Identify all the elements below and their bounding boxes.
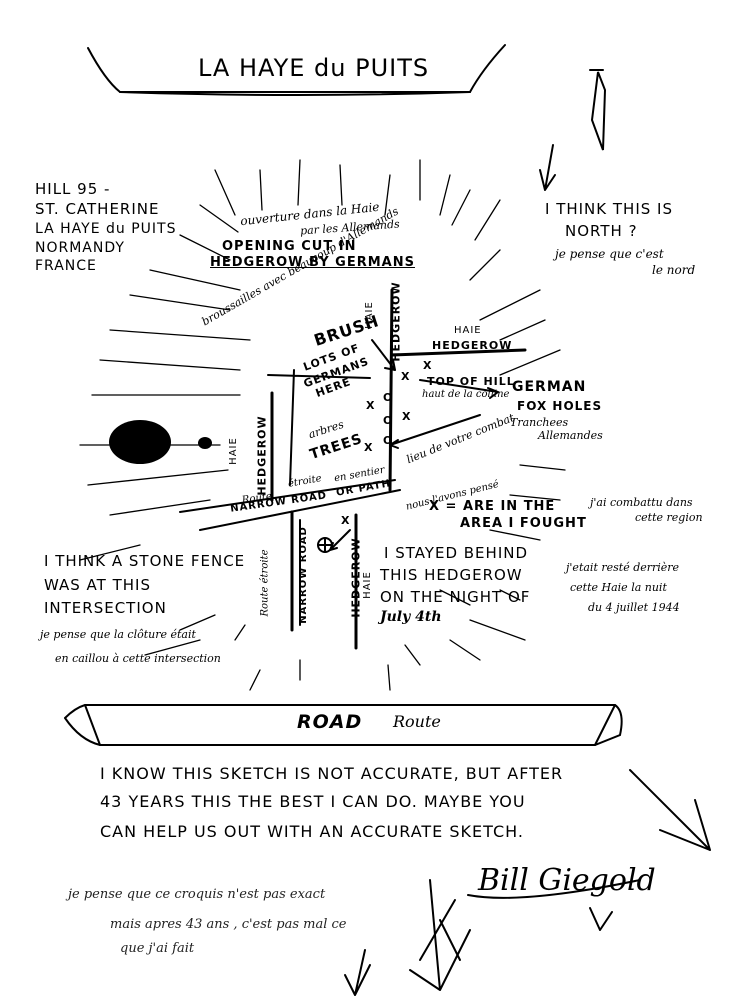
stone-fence-en-3: INTERSECTION xyxy=(44,599,167,617)
footer-fr-3: que j'ai fait xyxy=(120,941,195,956)
ink-dot xyxy=(198,437,212,449)
footer-fr-1: je pense que ce croquis n'est pas exact xyxy=(68,887,326,902)
foxholes-en-1: GERMAN xyxy=(512,379,587,395)
hedgerow-top-fr: HAIE xyxy=(454,325,482,336)
svg-text:X: X xyxy=(401,370,410,383)
north-arrow-icon xyxy=(589,69,607,151)
narrow-road-vertical-fr: Route étroite xyxy=(259,549,271,617)
svg-text:X: X xyxy=(423,359,432,372)
legend-fr-right-1: j'ai combattu dans xyxy=(590,496,693,509)
hedgerow-top xyxy=(390,348,527,357)
location-line-3: LA HAYE du PUITS xyxy=(35,221,177,237)
foxholes-fr-1: Tranchees xyxy=(510,416,569,429)
radiating-lines xyxy=(79,159,566,691)
svg-text:X: X xyxy=(402,410,411,423)
legend-en-1: X = ARE IN THE xyxy=(429,499,556,514)
location-line-5: FRANCE xyxy=(35,258,97,274)
north-fr-2: le nord xyxy=(652,263,696,277)
stayed-en-2: THIS HEDGEROW xyxy=(380,566,523,584)
hedgerow-right-en: HEDGEROW xyxy=(389,281,403,362)
svg-text:O: O xyxy=(383,414,392,427)
fight-markers: XXX OOO XXX xyxy=(341,359,432,527)
location-line-4: NORMANDY xyxy=(35,240,125,256)
north-fr-1: je pense que c'est xyxy=(555,247,664,261)
stayed-en-3: ON THE NIGHT OF xyxy=(380,588,531,606)
opening-en-1: OPENING CUT IN xyxy=(222,239,357,254)
foxholes-en-2: FOX HOLES xyxy=(517,399,603,413)
legend-en-2: AREA I FOUGHT xyxy=(460,516,587,531)
footer-en-2: 43 YEARS THIS THE BEST I CAN DO. MAYBE Y… xyxy=(100,792,526,811)
top-of-hill-en: TOP OF HILL xyxy=(427,375,515,388)
stone-fence-en-1: I THINK A STONE FENCE xyxy=(44,552,246,570)
hedgerow-bottom-fr: HAIE xyxy=(361,571,373,599)
stayed-fr-1: j'etait resté derrière xyxy=(566,561,680,574)
stone-fence-fr-1: je pense que la clôture était xyxy=(40,628,196,641)
svg-text:X: X xyxy=(366,399,375,412)
legend-fr-right-2: cette region xyxy=(635,511,703,524)
hedgerow-left-en: HEDGEROW xyxy=(255,415,269,496)
opening-en-2: HEDGEROW BY GERMANS xyxy=(210,255,415,270)
narrow-road-horizontal xyxy=(179,479,401,531)
ink-blot xyxy=(109,420,171,464)
north-en-2: NORTH ? xyxy=(565,222,638,240)
footer-fr-2: mais apres 43 ans , c'est pas mal ce xyxy=(110,917,347,932)
title-banner xyxy=(87,44,506,93)
footer-en-1: I KNOW THIS SKETCH IS NOT ACCURATE, BUT … xyxy=(100,764,564,783)
foxholes-fr-2: Allemandes xyxy=(538,429,603,442)
north-en-1: I THINK THIS IS xyxy=(545,200,673,218)
road-banner xyxy=(64,704,623,746)
hedgerow-top-en: HEDGEROW xyxy=(432,339,513,352)
stayed-en-1: I STAYED BEHIND xyxy=(384,544,529,562)
hedgerow-left-fr: HAIE xyxy=(227,437,239,465)
main-road-fr: Route xyxy=(393,712,441,731)
footer-en-3: CAN HELP US OUT WITH AN ACCURATE SKETCH. xyxy=(100,822,524,841)
location-line-2: ST. CATHERINE xyxy=(35,200,160,218)
stone-fence-fr-2: en caillou à cette intersection xyxy=(55,652,221,665)
stayed-fr-3: du 4 juillet 1944 xyxy=(588,601,680,614)
narrow-road-vertical-en: NARROW ROAD xyxy=(297,526,309,624)
location-line-1: HILL 95 - xyxy=(35,180,111,198)
svg-text:O: O xyxy=(383,391,392,404)
stone-fence-en-2: WAS AT THIS xyxy=(44,576,151,594)
svg-text:X: X xyxy=(364,441,373,454)
svg-text:O: O xyxy=(383,434,392,447)
hedgerow-right-fr: HAIE xyxy=(363,301,375,329)
signature: Bill Giegold xyxy=(478,863,656,898)
page-title: LA HAYE du PUITS xyxy=(198,54,430,82)
top-of-hill-fr: haut de la colline xyxy=(422,389,510,400)
stayed-fr-2: cette Haie la nuit xyxy=(570,581,667,594)
signature-line xyxy=(467,879,641,931)
main-road-en: ROAD xyxy=(297,711,363,733)
hedgerow-bottom-en: HEDGEROW xyxy=(349,537,363,618)
svg-text:X: X xyxy=(341,514,350,527)
hedgerow-right xyxy=(388,288,394,492)
stayed-en-4: July 4th xyxy=(380,609,442,625)
